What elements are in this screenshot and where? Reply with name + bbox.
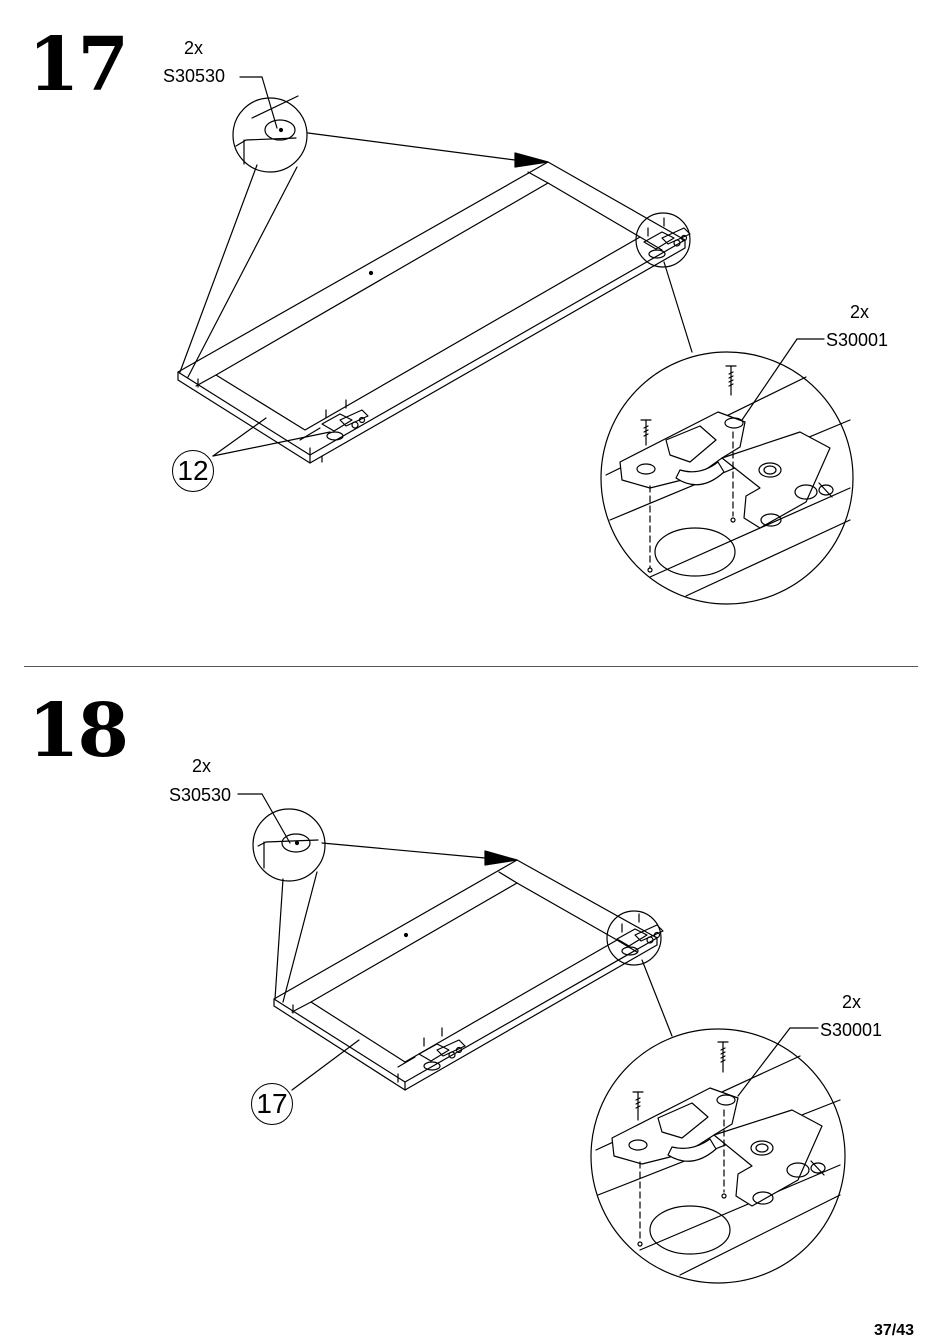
step-18-diagram <box>0 667 950 1344</box>
hinge-detail-17 <box>601 352 853 604</box>
door-frame-18 <box>274 860 657 1090</box>
hinge-detail-18 <box>591 1029 845 1283</box>
door-frame-17 <box>178 162 685 463</box>
step-17-diagram <box>0 0 950 666</box>
cap-detail-17 <box>233 96 307 172</box>
cap-detail-18 <box>253 809 325 881</box>
page-number: 37/43 <box>874 1322 914 1340</box>
